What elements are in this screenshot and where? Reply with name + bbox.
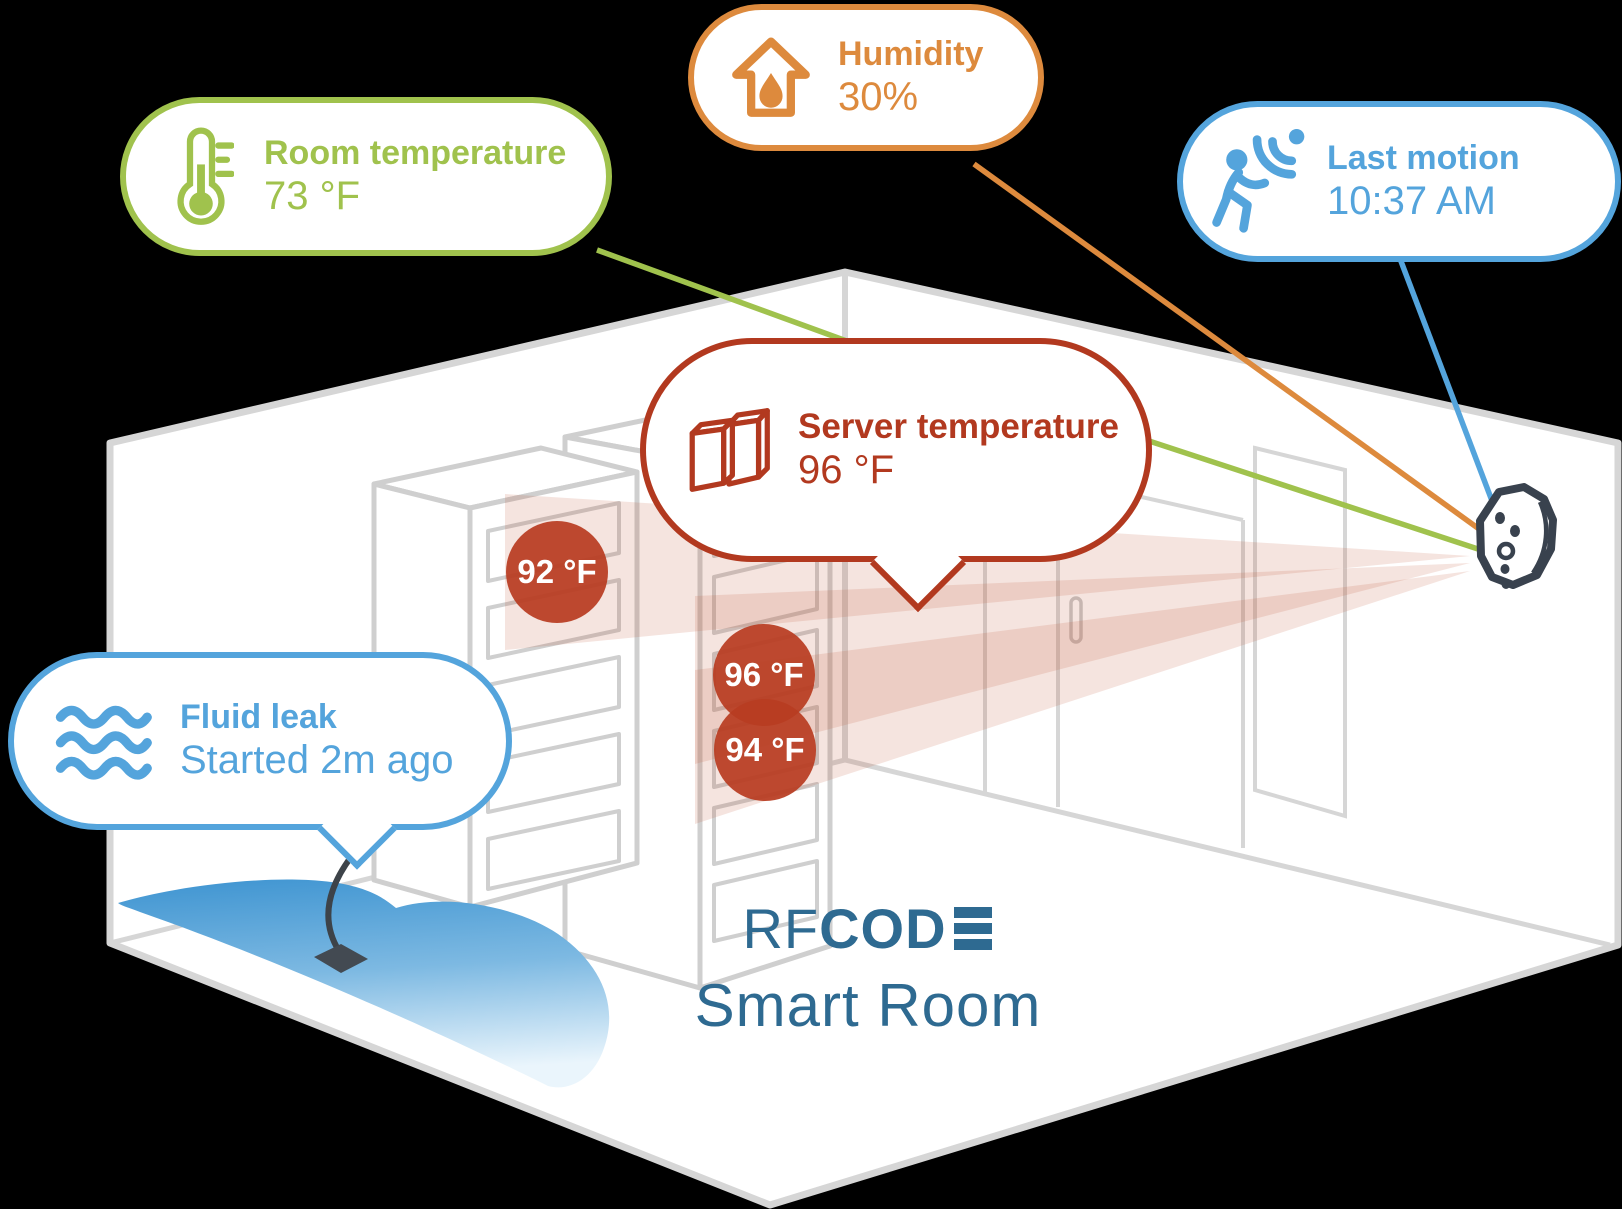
heat-beam-2 bbox=[695, 563, 1470, 764]
wall-sensor-device bbox=[1476, 483, 1557, 589]
last-motion-label: Last motion bbox=[1327, 138, 1520, 177]
heat-beam-3 bbox=[695, 571, 1470, 824]
server-temperature-callout: Server temperature 96 °F bbox=[640, 338, 1152, 562]
door-handle bbox=[1069, 596, 1083, 644]
humidity-connector bbox=[972, 161, 1488, 537]
waves-icon bbox=[55, 705, 152, 780]
server-temperature-label: Server temperature bbox=[798, 406, 1119, 446]
humidity-label: Humidity bbox=[838, 34, 984, 73]
room-temperature-value: 73 °F bbox=[264, 173, 361, 218]
rack-reading-92: 92 °F bbox=[506, 521, 608, 623]
last-motion-callout: Last motion 10:37 AM bbox=[1177, 101, 1621, 262]
fluid-leak-callout: Fluid leak Started 2m ago bbox=[8, 652, 512, 830]
wall-panel bbox=[1253, 445, 1347, 819]
motion-person-icon bbox=[1212, 128, 1305, 233]
fluid-leak-value: Started 2m ago bbox=[180, 738, 454, 783]
server-temperature-value: 96 °F bbox=[798, 448, 895, 493]
water-puddle bbox=[118, 879, 610, 1088]
logo-cod: COD bbox=[819, 897, 947, 960]
rack-reading-94: 94 °F bbox=[714, 699, 816, 801]
humidity-value: 30% bbox=[838, 74, 919, 119]
thermometer-icon bbox=[177, 127, 234, 225]
room-temperature-label: Room temperature bbox=[264, 133, 567, 172]
smart-room-title: Smart Room bbox=[694, 972, 1042, 1039]
logo-e-bars-icon bbox=[953, 906, 992, 950]
humidity-callout: Humidity 30% bbox=[688, 4, 1044, 151]
room-temperature-callout: Room temperature 73 °F bbox=[120, 97, 612, 256]
house-droplet-icon bbox=[732, 36, 810, 117]
leak-sensor-wire bbox=[325, 854, 354, 954]
logo-rf: RF bbox=[742, 897, 820, 960]
leak-sensor bbox=[314, 944, 368, 973]
server-racks-icon bbox=[689, 408, 770, 492]
last-motion-connector bbox=[1396, 255, 1500, 515]
fluid-leak-label: Fluid leak bbox=[180, 698, 337, 737]
last-motion-value: 10:37 AM bbox=[1327, 178, 1497, 223]
wall-floor-junction bbox=[109, 757, 1611, 948]
